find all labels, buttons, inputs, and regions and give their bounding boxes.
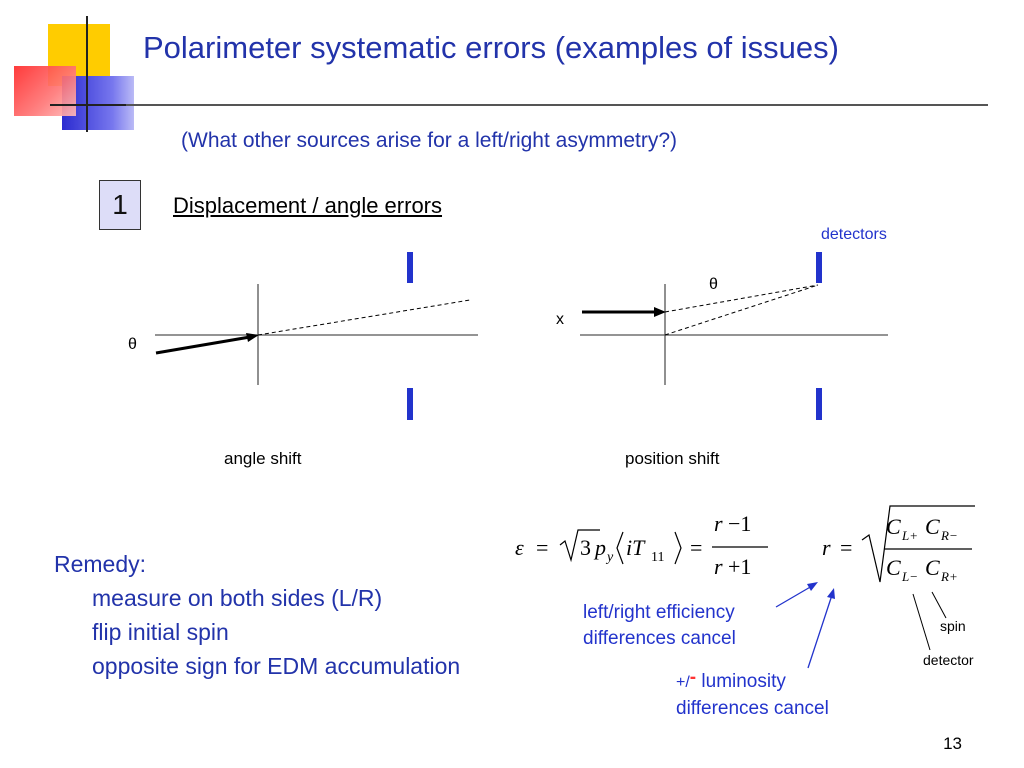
detectors-label: detectors (821, 226, 887, 243)
spin-label: spin (940, 618, 966, 634)
left-beam-arrowhead (246, 333, 259, 342)
svg-text:r: r (714, 554, 723, 579)
theta-label-left: θ (128, 336, 137, 353)
caption-angle-shift: angle shift (224, 449, 302, 468)
slide-subtitle: (What other sources arise for a left/rig… (181, 129, 677, 152)
svg-text:r: r (822, 535, 831, 560)
left-bottom-detector (407, 388, 413, 420)
remedy-heading: Remedy: (54, 551, 147, 577)
svg-text:=: = (840, 535, 852, 560)
left-beam-arrow (155, 335, 251, 355)
svg-text:R+: R+ (940, 569, 958, 584)
angle-shift-diagram (155, 252, 478, 420)
luminosity-note: +/- luminosity differences cancel (676, 667, 829, 722)
svg-text:C: C (886, 514, 901, 539)
svg-text:C: C (925, 514, 940, 539)
efficiency-arrow (775, 585, 813, 608)
logo-vertical-line (86, 16, 88, 132)
efficiency-note-line1: left/right efficiency (583, 602, 735, 623)
svg-text:C: C (925, 555, 940, 580)
svg-text:−1: −1 (728, 511, 751, 536)
svg-text:+1: +1 (728, 554, 751, 579)
page-number: 13 (943, 734, 962, 753)
luminosity-arrow (807, 594, 833, 669)
luminosity-note-line1: +/- luminosity (676, 667, 829, 696)
luminosity-word: luminosity (696, 671, 786, 692)
efficiency-arrowhead (807, 582, 818, 591)
remedy-item: opposite sign for EDM accumulation (92, 653, 461, 679)
ratio-equation: r = C L+ C R− C L− C R+ (822, 505, 975, 584)
minus-dash: - (689, 667, 697, 688)
svg-text:iT: iT (626, 535, 646, 560)
remedy-item: measure on both sides (L/R) (92, 585, 383, 611)
detector-label: detector (923, 652, 974, 668)
svg-text:R−: R− (940, 528, 958, 543)
svg-text:3: 3 (580, 535, 591, 560)
svg-text:L+: L+ (901, 528, 918, 543)
section-number-box: 1 (99, 180, 141, 230)
spin-pointer-line (931, 591, 947, 619)
svg-text:r: r (714, 511, 723, 536)
right-beam-arrowhead (654, 307, 666, 317)
svg-text:p: p (593, 535, 606, 560)
caption-position-shift: position shift (625, 449, 720, 468)
logo-red-square (14, 66, 76, 116)
right-top-detector (816, 252, 822, 283)
left-top-detector (407, 252, 413, 283)
asymmetry-equation: ε = 3 p y iT 11 = r −1 r +1 (515, 511, 768, 579)
position-shift-diagram (580, 252, 888, 420)
svg-text:C: C (886, 555, 901, 580)
remedy-block: Remedy: measure on both sides (L/R) flip… (54, 547, 460, 683)
left-dashed-ray (257, 299, 471, 336)
luminosity-arrowhead (827, 588, 835, 599)
right-bottom-detector (816, 388, 822, 420)
section-heading: Displacement / angle errors (173, 193, 443, 218)
slide-title: Polarimeter systematic errors (examples … (143, 30, 839, 65)
theta-label-right: θ (709, 276, 718, 293)
logo-horizontal-line (50, 104, 126, 106)
right-dashed-ray-lower (664, 284, 819, 336)
title-rule (126, 104, 988, 106)
svg-text:=: = (690, 535, 702, 560)
right-dashed-ray-upper (664, 284, 819, 313)
remedy-item: flip initial spin (92, 619, 229, 645)
efficiency-note: left/right efficiency differences cancel (583, 600, 736, 652)
svg-text:=: = (536, 535, 548, 560)
x-label: x (556, 311, 564, 328)
svg-text:y: y (605, 550, 614, 565)
svg-text:ε: ε (515, 535, 524, 560)
efficiency-note-line2: differences cancel (583, 628, 736, 649)
detector-pointer-line (912, 593, 931, 651)
luminosity-note-line2: differences cancel (676, 698, 829, 719)
svg-text:11: 11 (651, 550, 664, 565)
plus-minus-prefix: +/ (676, 674, 690, 691)
svg-text:L−: L− (901, 569, 918, 584)
